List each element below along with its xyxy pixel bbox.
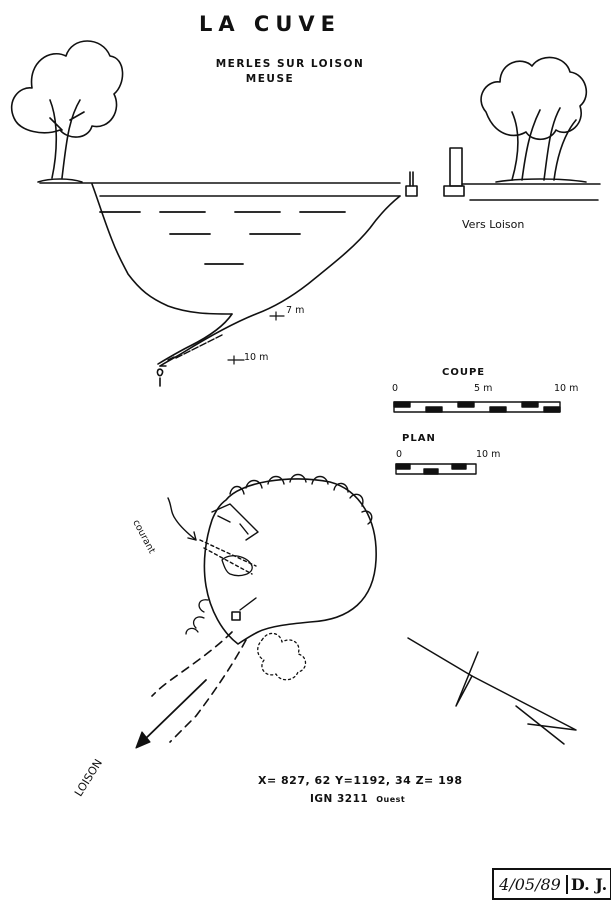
cave-plan xyxy=(135,473,377,749)
water-surface xyxy=(39,182,601,265)
depth-label-7m: 7 m xyxy=(286,305,305,316)
survey-stamp: 4/05/89 D. J. xyxy=(492,868,611,900)
section-profile xyxy=(91,183,401,387)
coupe-tick-10m: 10 m xyxy=(554,383,579,394)
surveyor-initials: D. J. xyxy=(570,874,608,894)
plan-scale-bar xyxy=(395,463,477,475)
ign-label: IGN 3211 xyxy=(310,793,369,805)
page-title: LA CUVE xyxy=(198,12,341,36)
bank-posts xyxy=(405,147,465,197)
tree-left-icon xyxy=(10,40,124,183)
plan-tick-10m: 10 m xyxy=(476,449,501,460)
trees-right-icon xyxy=(480,56,588,183)
coupe-tick-5m: 5 m xyxy=(474,383,493,394)
departement-label: MEUSE xyxy=(245,73,295,85)
coupe-scale-title: COUPE xyxy=(442,367,486,378)
direction-label: Vers Loison xyxy=(462,218,525,231)
north-arrow-icon xyxy=(407,637,577,745)
commune-label: MERLES SUR LOISON xyxy=(215,58,365,70)
survey-date: 4/05/89 xyxy=(494,874,568,894)
coupe-scale-bar xyxy=(393,401,561,413)
ign-map-ref: IGN 3211 Ouest xyxy=(310,793,405,805)
plan-tick-0: 0 xyxy=(396,449,403,460)
coupe-tick-0: 0 xyxy=(392,383,399,394)
plan-scale-title: PLAN xyxy=(402,433,436,444)
coordinates-line: X= 827, 62 Y=1192, 34 Z= 198 xyxy=(258,774,463,787)
depth-label-10m: 10 m xyxy=(244,352,269,363)
ign-suffix: Ouest xyxy=(376,795,406,804)
